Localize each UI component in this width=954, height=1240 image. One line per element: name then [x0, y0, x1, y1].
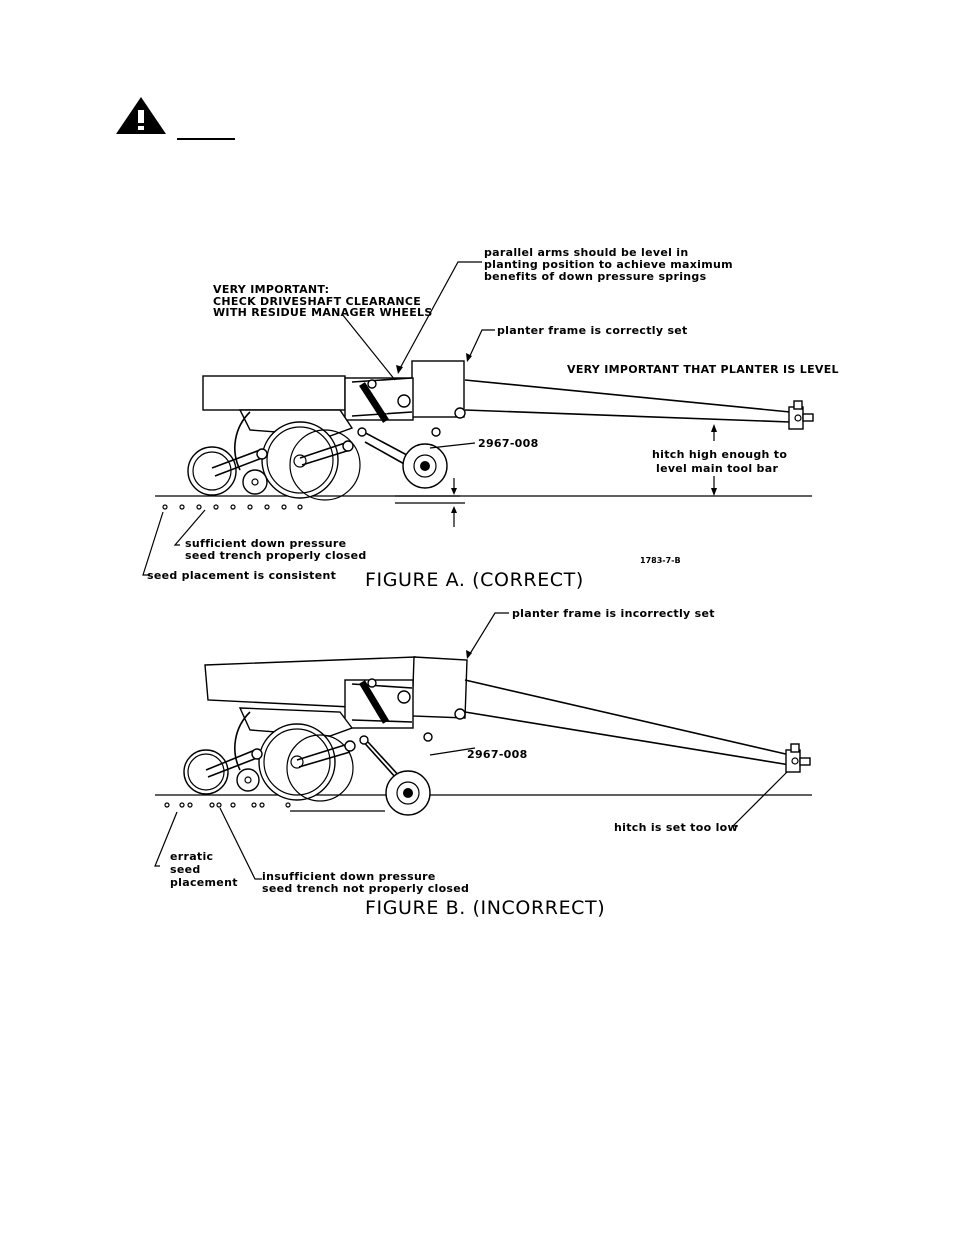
label-erratic-1: erratic — [170, 850, 213, 863]
label-parallel-arms-1: parallel arms should be level in — [484, 246, 689, 259]
label-part-number-b: 2967-008 — [467, 748, 528, 761]
label-frame-correct: planter frame is correctly set — [497, 324, 688, 337]
label-sufficient-1: sufficient down pressure — [185, 537, 346, 550]
label-erratic-2: seed — [170, 863, 201, 876]
label-drawing-id: 1783-7-B — [640, 556, 681, 565]
label-very-important-3: WITH RESIDUE MANAGER WHEELS — [213, 306, 433, 319]
label-part-number-a: 2967-008 — [478, 437, 539, 450]
seed-row-b — [164, 802, 291, 808]
label-hitch-high-1: hitch high enough to — [652, 448, 787, 461]
label-parallel-arms-2: planting position to achieve maximum — [484, 258, 733, 271]
label-sufficient-2: seed trench properly closed — [185, 549, 367, 562]
warning-triangle-icon — [116, 97, 166, 134]
label-level-note: VERY IMPORTANT THAT PLANTER IS LEVEL — [567, 363, 839, 376]
label-frame-incorrect: planter frame is incorrectly set — [512, 607, 715, 620]
label-seed-consistent: seed placement is consistent — [147, 569, 336, 582]
seed-row-a — [162, 504, 303, 510]
residue-manager-wheel-b — [385, 770, 431, 816]
label-very-important-2: CHECK DRIVESHAFT CLEARANCE — [213, 295, 421, 308]
label-insufficient-1: insufficient down pressure — [262, 870, 436, 883]
label-hitch-high-2: level main tool bar — [656, 462, 778, 475]
figure-a-caption: FIGURE A. (CORRECT) — [365, 569, 584, 591]
label-hitch-low: hitch is set too low — [614, 821, 738, 834]
figure-b: planter frame is incorrectly set 2967-00… — [154, 607, 812, 919]
figure-a: parallel arms should be level in plantin… — [142, 246, 839, 591]
label-very-important-1: VERY IMPORTANT: — [213, 283, 329, 296]
label-insufficient-2: seed trench not properly closed — [262, 882, 469, 895]
label-erratic-3: placement — [170, 876, 238, 889]
figure-b-caption: FIGURE B. (INCORRECT) — [365, 897, 605, 919]
residue-manager-wheel-a — [402, 443, 448, 489]
label-parallel-arms-3: benefits of down pressure springs — [484, 270, 707, 283]
